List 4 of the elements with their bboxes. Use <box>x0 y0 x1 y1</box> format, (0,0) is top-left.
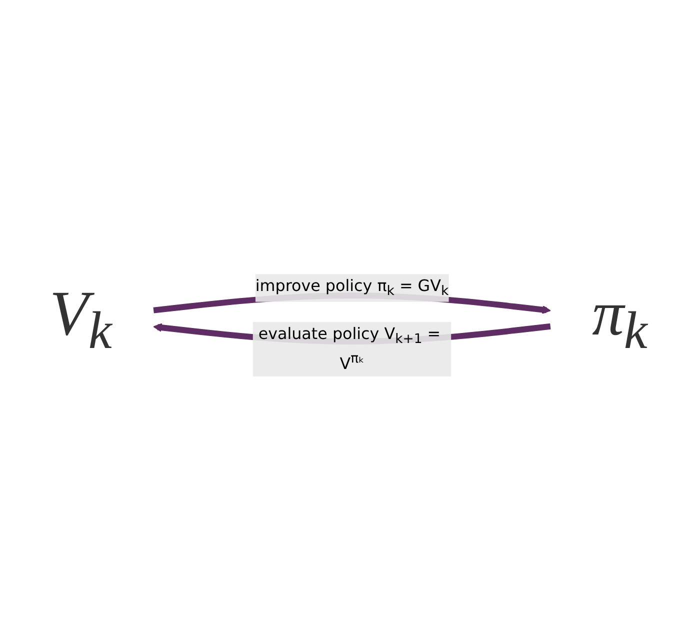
edge-label: improve policy π$_{k}$ = GV$_{k}$ <box>255 276 449 300</box>
node-text: V$_{k}$ <box>50 278 112 360</box>
node-text: π$_{k}$ <box>592 278 648 360</box>
edge-label: evaluate policy V$_{k+1}$ = V$^{πₖ}$ <box>258 324 441 373</box>
